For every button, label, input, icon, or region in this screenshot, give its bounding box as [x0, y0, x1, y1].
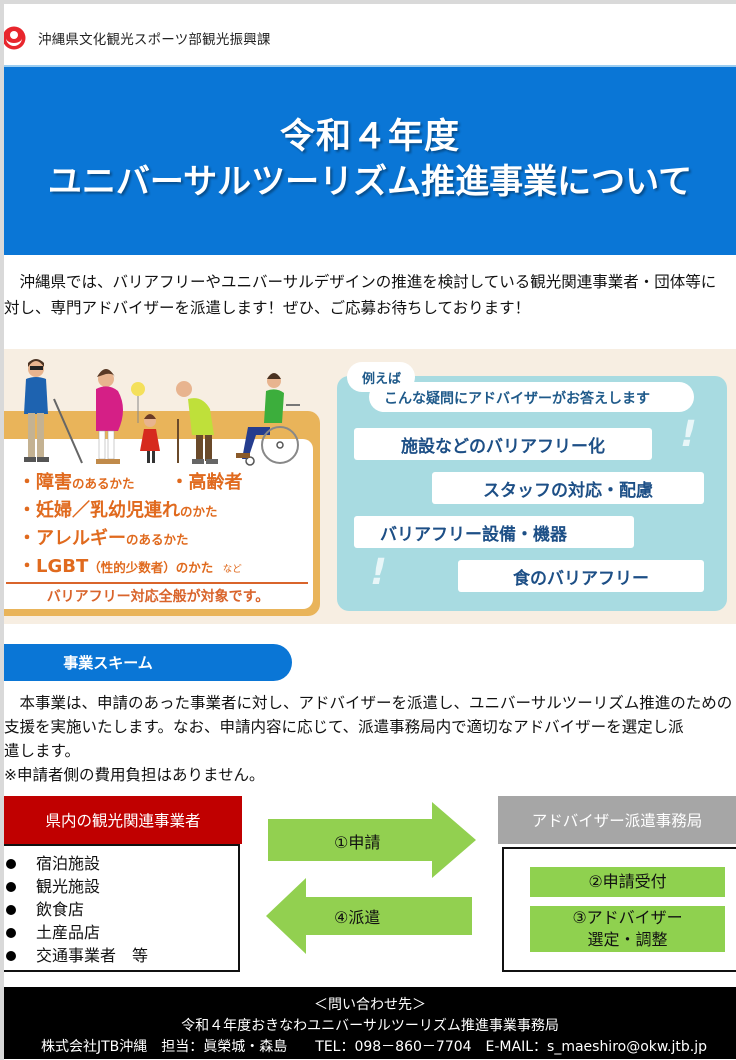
- target-panel: [4, 411, 320, 616]
- businesses-header: 県内の観光関連事業者: [4, 796, 242, 844]
- intro-line-2: 対し、専門アドバイザーを派遣します！ぜひ、ご応募お待ちしております！: [4, 299, 531, 317]
- qa-lead: こんな疑問にアドバイザーがお答えします: [384, 391, 650, 407]
- qa-item-facility-barrier-free: 施設などのバリアフリー化: [354, 428, 652, 460]
- title-main: ユニバーサルツーリズム推進事業について: [47, 161, 693, 202]
- list-item: 宿泊施設: [6, 852, 238, 875]
- intro-text: 沖縄県では、バリアフリーやユニバーサルデザインの推進を検討している観光関連事業者…: [4, 269, 736, 321]
- target-footer-note: バリアフリー対応全般が対象です。: [46, 589, 270, 605]
- target-row: ・妊婦／乳幼児連れのかた: [18, 500, 218, 521]
- people-illustration-icon: [24, 359, 300, 466]
- department-name: 沖縄県文化観光スポーツ部観光振興課: [38, 32, 271, 48]
- qa-item-staff-response: スタッフの対応・配慮: [432, 472, 704, 504]
- scheme-text: 本事業は、申請のあった事業者に対し、アドバイザーを派遣し、ユニバーサルツーリズム…: [4, 691, 736, 787]
- target-row: ・アレルギーのあるかた: [18, 528, 189, 549]
- bullet-icon: [6, 904, 16, 915]
- contact-office: 令和４年度おきなわユニバーサルツーリズム推進事業事務局: [181, 1018, 559, 1034]
- list-item: 観光施設: [6, 875, 238, 898]
- arrow-right-icon: [268, 802, 476, 878]
- list-item: 交通事業者 等: [6, 944, 238, 967]
- scheme-line-1: 本事業は、申請のあった事業者に対し、アドバイザーを派遣し、ユニバーサルツーリズム…: [19, 694, 733, 712]
- scheme-line-3: 遣します。: [4, 742, 80, 760]
- bullet-icon: [6, 881, 16, 892]
- department-header: 沖縄県文化観光スポーツ部観光振興課: [4, 22, 271, 54]
- title-year: 令和４年度: [279, 117, 460, 158]
- okinawa-prefecture-emblem-icon: [4, 26, 26, 50]
- step-advisor-selection: ③アドバイザー 選定・調整: [530, 906, 725, 952]
- contact-heading: ＜問い合わせ先＞: [314, 997, 426, 1013]
- arrow-left-icon: [266, 878, 472, 954]
- qa-lead-bubble: [369, 382, 694, 412]
- target-audience-list: ・障害のあるかた ・高齢者 ・妊婦／乳幼児連れのかた ・アレルギーのあるかた ・…: [18, 469, 318, 583]
- intro-line-1: 沖縄県では、バリアフリーやユニバーサルデザインの推進を検討している観光関連事業者…: [19, 273, 717, 291]
- target-divider: [6, 582, 308, 584]
- qa-tag: 例えば: [362, 372, 402, 387]
- list-item: 土産品店: [6, 921, 238, 944]
- arrow-dispatch-label: ④派遣: [334, 908, 381, 927]
- contact-footer: ＜問い合わせ先＞ 令和４年度おきなわユニバーサルツーリズム推進事業事務局 株式会…: [4, 987, 736, 1059]
- title-banner: 令和４年度 ユニバーサルツーリズム推進事業について: [4, 65, 736, 255]
- qa-item-barrier-free-equipment: バリアフリー設備・機器: [354, 516, 634, 548]
- contact-details: 株式会社JTB沖縄 担当：眞榮城・森島 TEL：098－860－7704 E-M…: [40, 1039, 707, 1055]
- businesses-list: 宿泊施設 観光施設 飲食店 土産品店 交通事業者 等: [4, 844, 240, 972]
- list-item: 飲食店: [6, 898, 238, 921]
- qa-item-food-barrier-free: 食のバリアフリー: [458, 560, 704, 592]
- flyer-page: 沖縄県文化観光スポーツ部観光振興課 令和４年度 ユニバーサルツーリズム推進事業に…: [4, 4, 736, 1060]
- bullet-icon: [6, 950, 16, 961]
- arrow-apply-label: ①申請: [334, 833, 381, 852]
- scheme-line-2: 支援を実施いたします。なお、申請内容に応じて、派遣事務局内で適切なアドバイザーを…: [4, 718, 684, 736]
- bullet-icon: [6, 858, 16, 869]
- target-row: ・LGBT（性的少数者）のかた など: [18, 556, 242, 577]
- bullet-icon: [6, 927, 16, 938]
- office-header: アドバイザー派遣事務局: [498, 796, 736, 844]
- step-application-received: ②申請受付: [530, 867, 725, 897]
- target-row: ・障害のあるかた ・高齢者: [18, 472, 243, 493]
- section-label-scheme: 事業スキーム: [4, 644, 292, 681]
- scheme-note: ※申請者側の費用負担はありません。: [4, 766, 265, 784]
